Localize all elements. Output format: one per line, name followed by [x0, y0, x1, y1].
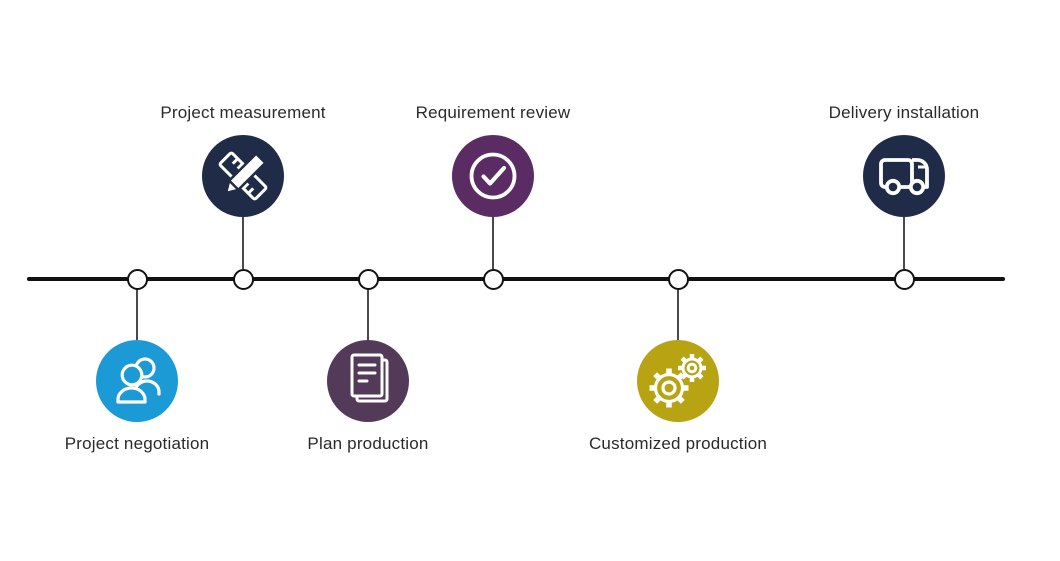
step6-circle: [863, 135, 945, 217]
step2-connector: [242, 217, 244, 269]
timeline-node-6: [894, 269, 915, 290]
step5-circle: [637, 340, 719, 422]
step4-circle: [452, 135, 534, 217]
timeline-node-1: [127, 269, 148, 290]
step5-connector: [677, 289, 679, 340]
people-icon: [96, 340, 178, 422]
timeline-node-5: [668, 269, 689, 290]
timeline-line: [27, 277, 1005, 281]
timeline-node-4: [483, 269, 504, 290]
step4-connector: [492, 217, 494, 269]
step4-label: Requirement review: [415, 103, 571, 122]
step3-connector: [367, 289, 369, 340]
check-circle-icon: [452, 135, 534, 217]
step1-label: Project negotiation: [64, 434, 210, 453]
timeline-node-2: [233, 269, 254, 290]
step6-label: Delivery installation: [828, 103, 980, 122]
step6-connector: [903, 217, 905, 269]
step1-connector: [136, 289, 138, 340]
truck-icon: [863, 135, 945, 217]
step5-label: Customized production: [588, 434, 768, 453]
timeline-node-3: [358, 269, 379, 290]
step2-label: Project measurement: [160, 103, 326, 122]
step3-label: Plan production: [307, 434, 429, 453]
ruler-pencil-icon: [202, 135, 284, 217]
gears-icon: [637, 340, 719, 422]
document-icon: [327, 340, 409, 422]
